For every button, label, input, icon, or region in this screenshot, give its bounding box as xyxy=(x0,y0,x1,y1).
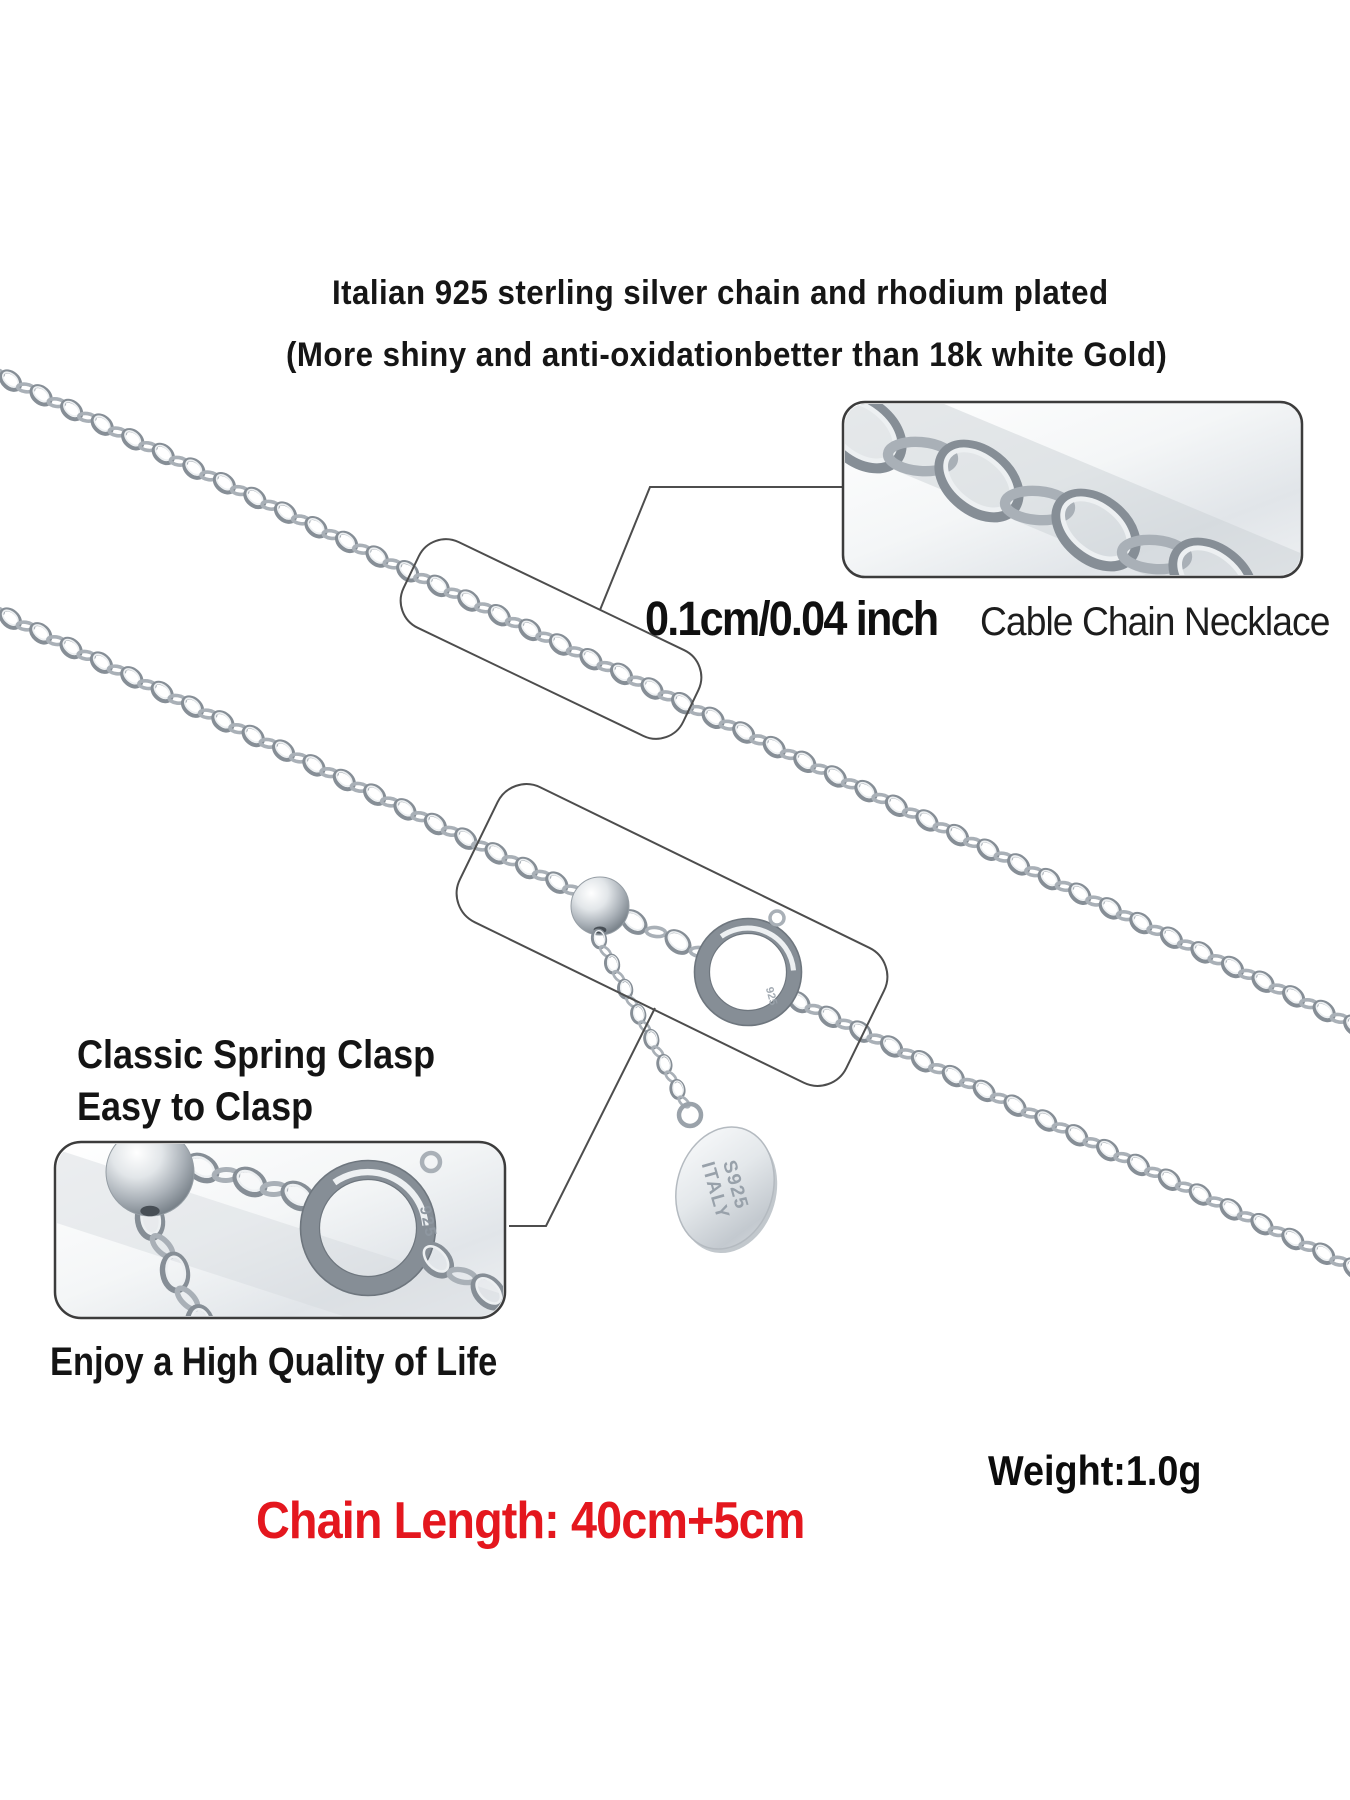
slider-bead-and-spring-clasp xyxy=(570,876,803,1027)
callout-line-clasp xyxy=(509,1007,656,1227)
slogan-text: Enjoy a High Quality of Life xyxy=(50,1340,498,1384)
chain-closeup-border xyxy=(841,400,1304,579)
headline-line1: Italian 925 sterling silver chain and rh… xyxy=(332,274,1109,312)
extender-chain xyxy=(590,928,691,1109)
weight-spec: Weight:1.0g xyxy=(988,1447,1202,1494)
brand-tag: S925 ITALY xyxy=(675,1101,778,1254)
clasp-callout-line1: Classic Spring Clasp xyxy=(77,1033,436,1077)
chain-size-label: 0.1cm/0.04 inch xyxy=(645,593,939,646)
clasp-callout-line2: Easy to Clasp xyxy=(77,1085,314,1129)
chain-strand-top xyxy=(0,367,1350,1037)
clasp-closeup-photo: 925 xyxy=(53,1140,507,1320)
chain-closeup-shadow xyxy=(845,404,1300,575)
magnifier-outline-clasp xyxy=(455,783,889,1087)
mid-clasp-engraving: 925 xyxy=(763,986,779,1007)
chain-strand-bottom-right xyxy=(787,990,1350,1280)
clasp-engraving: 925 xyxy=(416,1204,439,1240)
tag-oval xyxy=(675,1126,775,1250)
chain-size-row: 0.1cm/0.04 inch Cable Chain Necklace xyxy=(645,593,1350,646)
chain-length-spec: Chain Length: 40cm+5cm xyxy=(256,1492,805,1550)
tag-jump-ring xyxy=(676,1101,704,1129)
magnifier-outline-chain xyxy=(399,538,703,740)
chain-strand-bottom-left xyxy=(0,605,582,896)
chain-closeup-photo xyxy=(841,400,1304,579)
callout-line-chain xyxy=(599,486,845,611)
chain-type-label: Cable Chain Necklace xyxy=(979,600,1330,644)
headline-line2: (More shiny and anti-oxidationbetter tha… xyxy=(286,336,1168,374)
clasp-closeup-border xyxy=(53,1140,507,1320)
